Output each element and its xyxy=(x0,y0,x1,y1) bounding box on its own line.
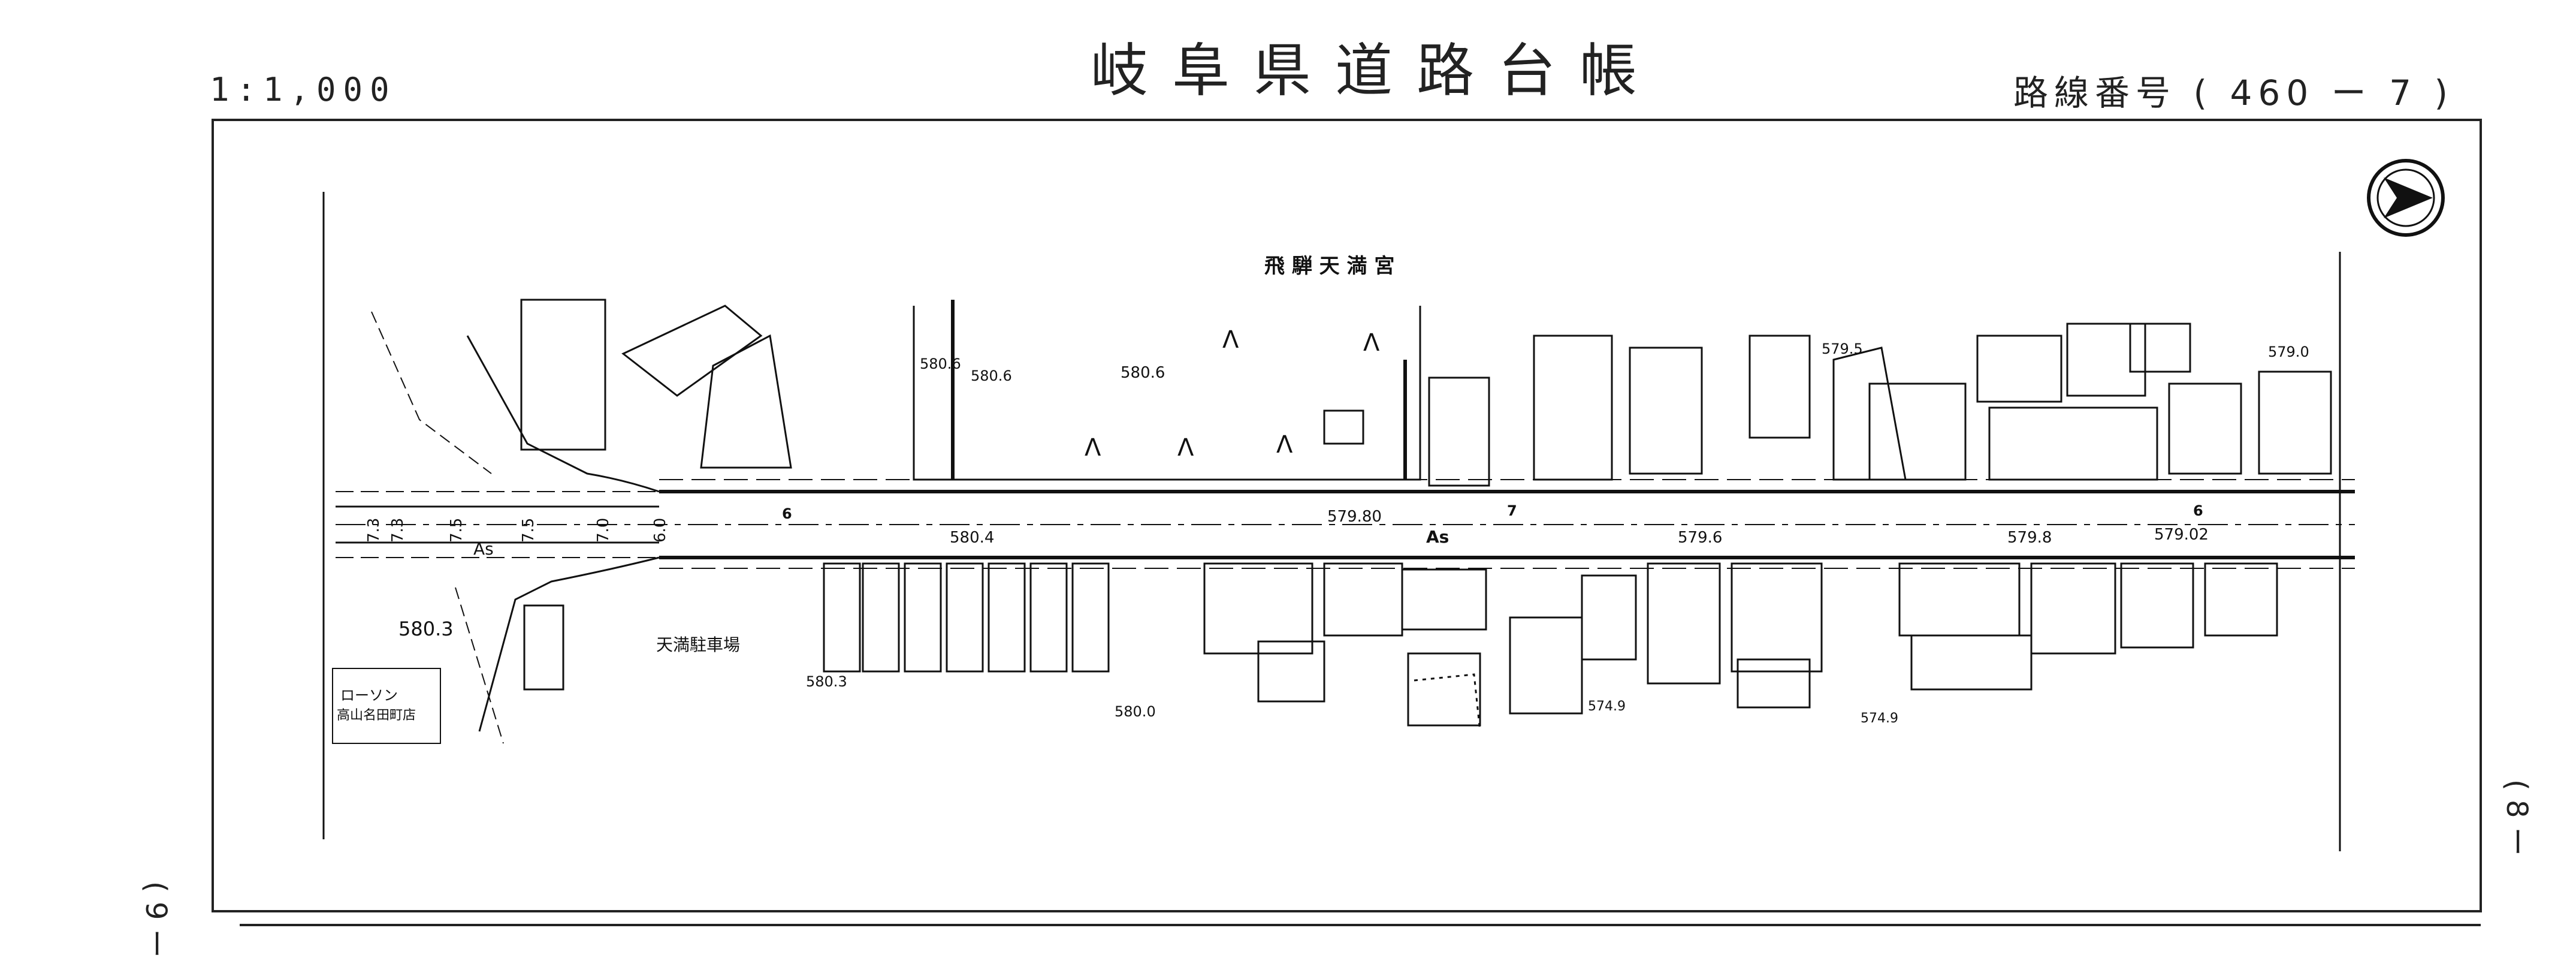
route-mark-7: 7 xyxy=(1507,502,1517,519)
elevation-label: 580.6 xyxy=(1121,364,1165,382)
road-width-label: 7.5 xyxy=(448,518,466,543)
svg-text:580.6: 580.6 xyxy=(971,367,1012,384)
elevation-label: 574.9 xyxy=(1588,699,1626,714)
elevation-label: 579.5 xyxy=(1822,341,1863,357)
map-frame xyxy=(212,119,2482,926)
shrine-label: 飛 騨 天 満 宮 xyxy=(1264,254,1394,278)
svg-text:Λ: Λ xyxy=(1177,434,1194,462)
road-width-label: 7.5 xyxy=(520,518,537,543)
svg-text:Λ: Λ xyxy=(1276,431,1293,459)
road-width-label: 6.0 xyxy=(651,518,669,543)
road-width-label: 7.3 xyxy=(389,518,407,543)
store-name-line1: ローソン xyxy=(340,687,398,704)
parking-label: 天満駐車場 xyxy=(656,635,740,655)
route-mark-6b: 6 xyxy=(2193,502,2203,519)
elevation-label: 580.0 xyxy=(1115,703,1156,720)
elevation-label: 580.6 xyxy=(920,356,961,372)
map-scale: 1:1,000 xyxy=(210,71,397,109)
pavement-left: As xyxy=(473,539,494,559)
svg-text:Λ: Λ xyxy=(1222,326,1239,354)
elevation-label: 580.3 xyxy=(398,617,454,640)
pavement-main: As xyxy=(1426,527,1449,547)
elevation-label: 574.9 xyxy=(1861,711,1898,726)
store-name-line2: 高山名田町店 xyxy=(337,708,416,723)
north-arrow-icon xyxy=(2367,159,2445,237)
road-width-label: 7.0 xyxy=(594,518,612,543)
elevation-label: 580.3 xyxy=(806,673,847,690)
elevation-label: 579.6 xyxy=(1678,529,1722,547)
svg-text:Λ: Λ xyxy=(1085,434,1101,462)
route-value: ( 460 ー 7 ) xyxy=(2193,73,2454,113)
elevation-label: 579.0 xyxy=(2268,344,2309,360)
shrine-grounds: 580.6 Λ Λ Λ Λ Λ xyxy=(913,300,1421,481)
svg-text:Λ: Λ xyxy=(1363,329,1380,357)
road-width-label: 7.3 xyxy=(365,518,383,543)
route-number: 路線番号 ( 460 ー 7 ) xyxy=(2013,65,2454,115)
buildings-north xyxy=(520,299,2332,487)
buildings-south xyxy=(523,562,2278,732)
page-title: 岐阜県道路台帳 xyxy=(1091,37,1661,104)
elevation-label: 579.02 xyxy=(2154,526,2209,544)
elevation-label: 580.4 xyxy=(950,529,994,547)
route-mark-6a: 6 xyxy=(782,505,792,522)
elevation-label: 579.8 xyxy=(2007,529,2052,547)
route-label: 路線番号 xyxy=(2013,73,2177,113)
elevation-label: 579.80 xyxy=(1327,508,1382,526)
store-box xyxy=(332,668,441,744)
